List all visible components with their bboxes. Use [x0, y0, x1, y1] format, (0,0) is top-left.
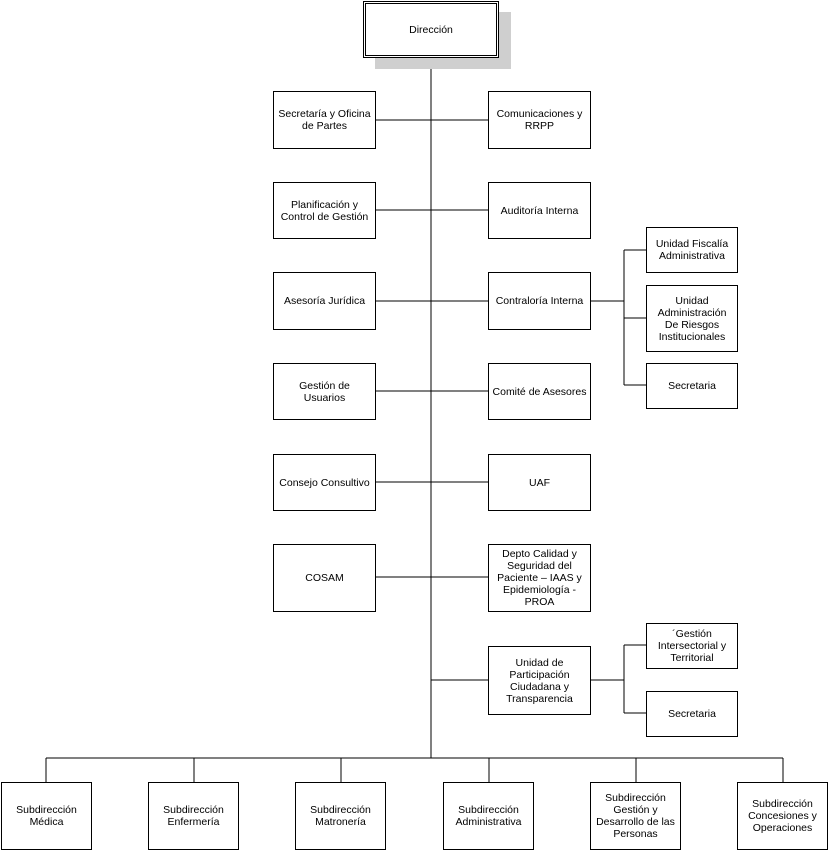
box-comunicaciones-rrpp: Comunicaciones y RRPP [488, 91, 591, 149]
box-contraloria-interna: Contraloría Interna [488, 272, 591, 330]
box-planificacion-control-gestion: Planificación y Control de Gestión [273, 182, 376, 239]
box-participacion-ciudadana: Unidad de Participación Ciudadana y Tran… [488, 646, 591, 715]
box-secretaria-participacion: Secretaria [646, 691, 738, 737]
box-unidad-fiscalia: Unidad Fiscalía Administrativa [646, 227, 738, 273]
box-gestion-intersectorial: ´Gestión Intersectorial y Territorial [646, 623, 738, 669]
box-secretaria-oficina-partes: Secretaría y Oficina de Partes [273, 91, 376, 149]
box-comite-asesores: Comité de Asesores [488, 363, 591, 420]
box-secretaria-contraloria: Secretaria [646, 363, 738, 409]
box-subdireccion-administrativa: Subdirección Administrativa [443, 782, 534, 850]
box-unidad-riesgos: Unidad Administración De Riesgos Institu… [646, 285, 738, 352]
box-gestion-usuarios: Gestión de Usuarios [273, 363, 376, 420]
box-uaf: UAF [488, 454, 591, 511]
box-direccion: Dirección [363, 1, 499, 58]
box-subdireccion-matroneria: Subdirección Matronería [295, 782, 386, 850]
box-subdireccion-gestion-personas: Subdirección Gestión y Desarrollo de las… [590, 782, 681, 850]
box-asesoria-juridica: Asesoría Jurídica [273, 272, 376, 330]
box-consejo-consultivo: Consejo Consultivo [273, 454, 376, 511]
box-cosam: COSAM [273, 544, 376, 612]
box-subdireccion-concesiones: Subdirección Concesiones y Operaciones [737, 782, 828, 850]
box-subdireccion-medica: Subdirección Médica [1, 782, 92, 850]
box-subdireccion-enfermeria: Subdirección Enfermería [148, 782, 239, 850]
box-auditoria-interna: Auditoría Interna [488, 182, 591, 239]
box-depto-calidad: Depto Calidad y Seguridad del Paciente –… [488, 544, 591, 612]
